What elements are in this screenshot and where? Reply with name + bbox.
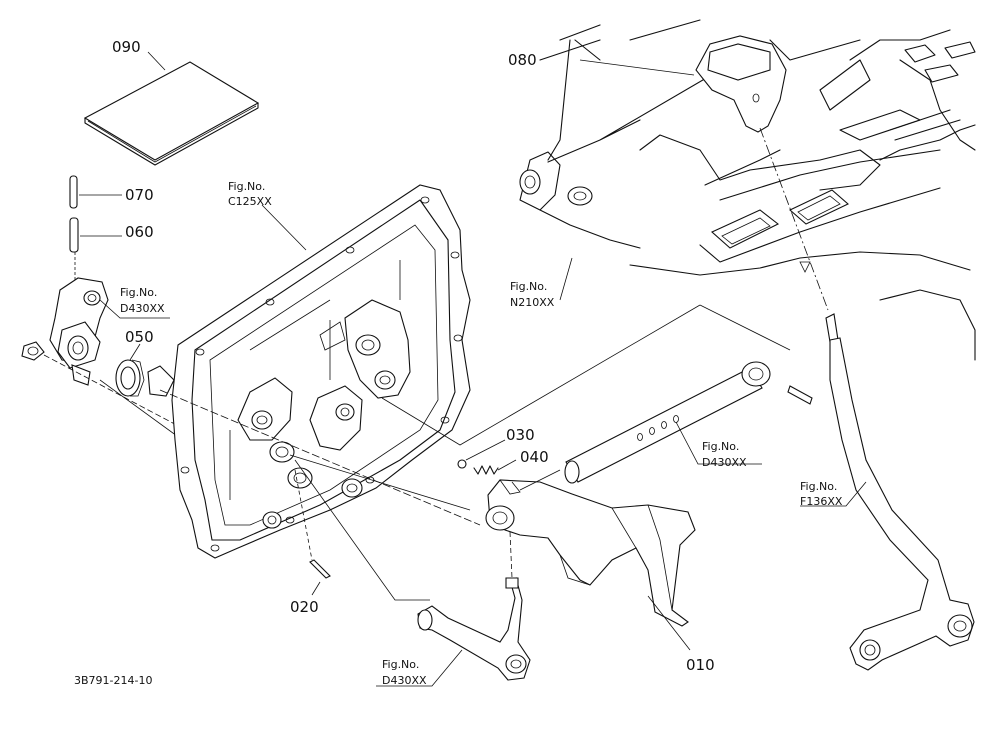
callout-090: 090 <box>112 38 141 56</box>
pin-060 <box>69 217 79 253</box>
ref-f136-label: Fig.No. <box>800 480 837 493</box>
callout-020: 020 <box>290 598 319 616</box>
shift-knob-080 <box>695 35 787 133</box>
callout-040: 040 <box>520 448 549 466</box>
callout-060: 060 <box>125 223 154 241</box>
leader-n210 <box>559 257 573 301</box>
shift-fork-010 <box>485 479 696 627</box>
leader-050 <box>129 343 141 361</box>
ref-d430-top-label: Fig.No. <box>120 286 157 299</box>
ref-n210-label: Fig.No. <box>510 280 547 293</box>
leader-030 <box>465 439 506 461</box>
leader-010 <box>647 595 691 651</box>
ref-f136-code: F136XX <box>800 495 843 508</box>
shift-lever <box>825 313 975 671</box>
callout-030: 030 <box>506 426 535 444</box>
pin-020 <box>309 559 331 579</box>
spring-040 <box>473 465 499 475</box>
floor-panel <box>519 19 976 361</box>
callout-050: 050 <box>125 328 154 346</box>
callout-080: 080 <box>508 51 537 69</box>
manual-booklet <box>83 61 260 166</box>
leader-080 <box>579 59 695 76</box>
leader-d430-bottom <box>376 649 463 687</box>
ref-d430-shaft-label: Fig.No. <box>702 440 739 453</box>
drawing-code: 3B791-214-10 <box>74 674 152 687</box>
leader-f136 <box>800 481 867 507</box>
leader-020 <box>311 581 321 596</box>
ref-c125-code: C125XX <box>228 195 272 208</box>
ref-d430-bottom-label: Fig.No. <box>382 658 419 671</box>
shift-arm-lever <box>417 577 531 681</box>
ref-d430-shaft-code: D430XX <box>702 456 747 469</box>
ref-d430-top-code: D430XX <box>120 302 165 315</box>
transmission-case <box>171 184 471 559</box>
leader-090 <box>147 51 166 71</box>
ref-c125-label: Fig.No. <box>228 180 265 193</box>
ref-d430-bottom-code: D430XX <box>382 674 427 687</box>
oil-seal-050 <box>115 359 145 397</box>
shift-arm-bracket <box>21 277 109 386</box>
shift-rod <box>564 361 813 484</box>
callout-070: 070 <box>125 186 154 204</box>
leader-d430-top <box>99 299 170 319</box>
callout-010: 010 <box>686 656 715 674</box>
ref-n210-code: N210XX <box>510 296 555 309</box>
leader-d430-shaft <box>675 421 762 465</box>
leader-040 <box>497 459 517 471</box>
ball-030 <box>457 459 467 469</box>
leader-c125 <box>261 204 307 251</box>
pin-070 <box>69 175 78 209</box>
